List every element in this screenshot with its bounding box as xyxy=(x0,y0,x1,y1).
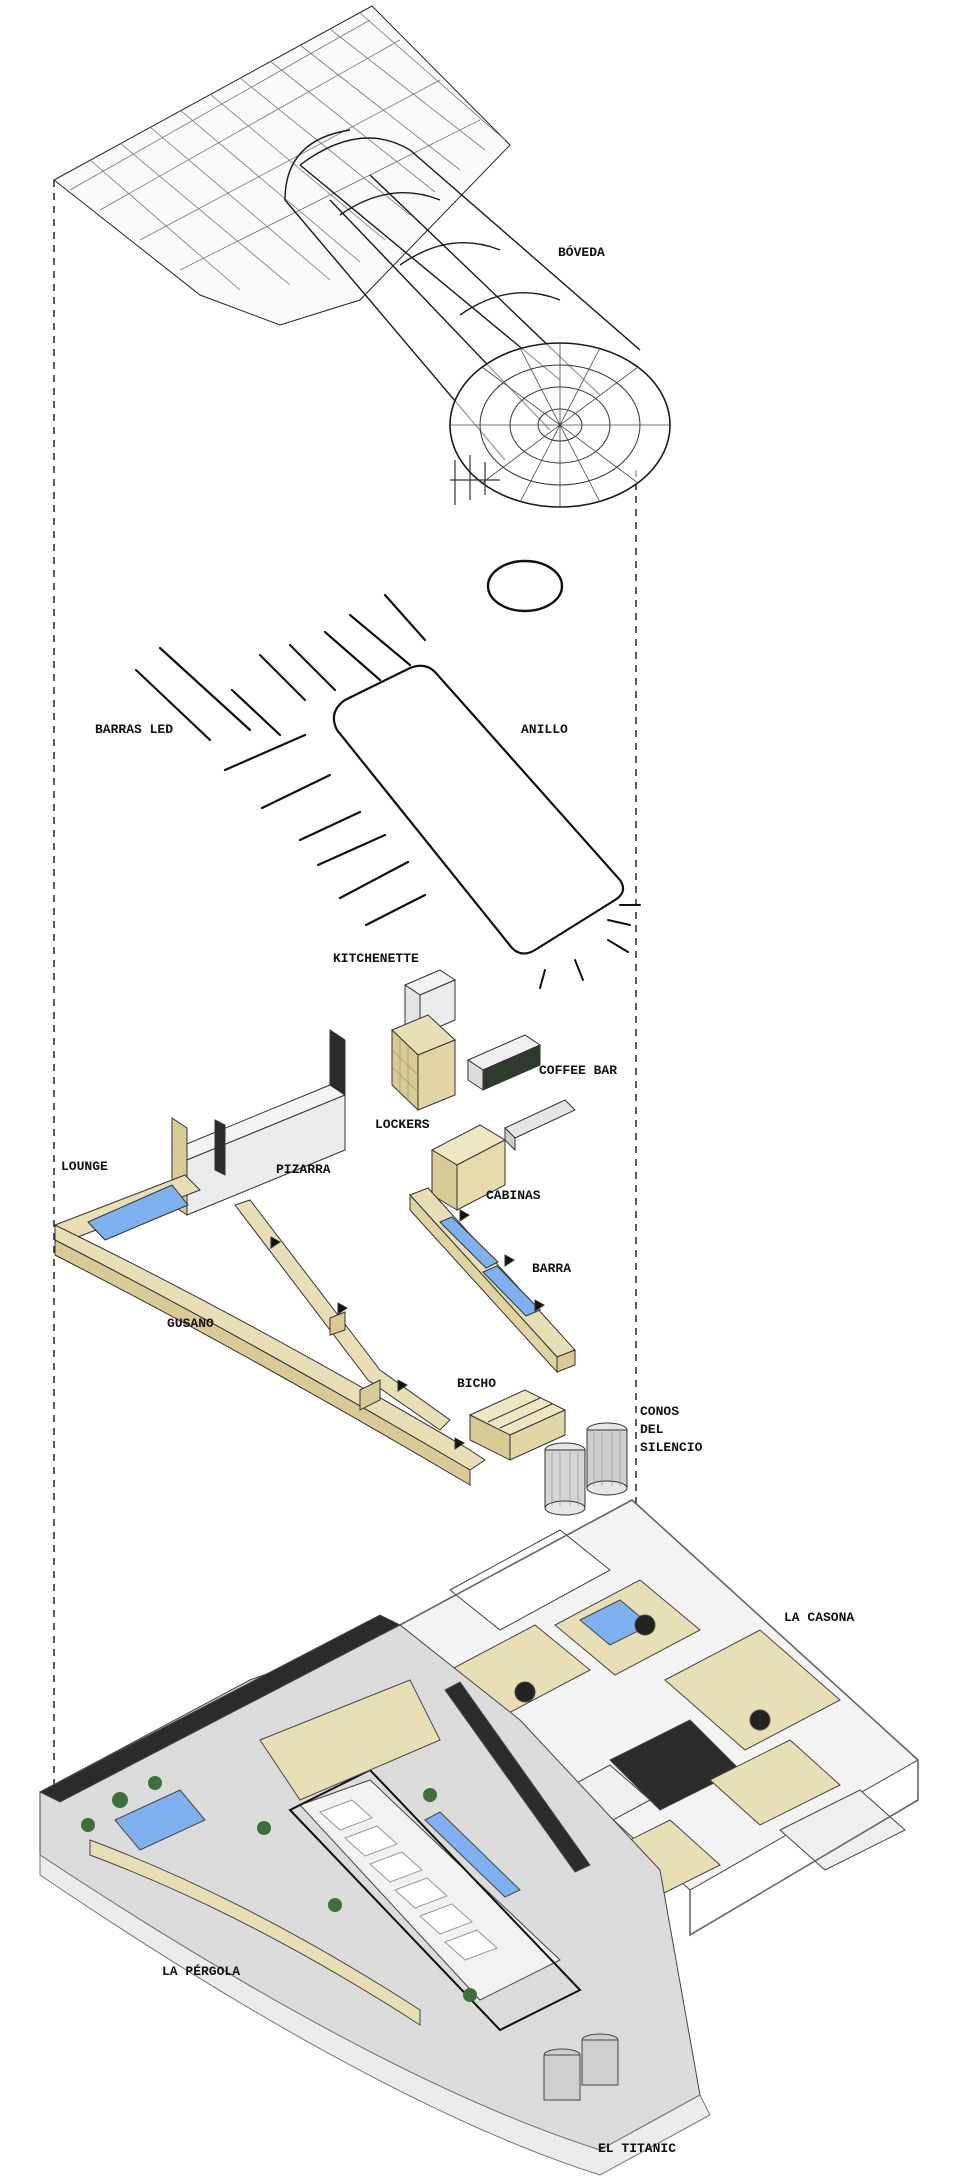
barras-led xyxy=(134,593,427,927)
label-la-casona: LA CASONA xyxy=(784,1610,855,1625)
label-barras-led: BARRAS LED xyxy=(95,722,174,737)
label-conos-line1: CONOS xyxy=(640,1404,680,1419)
label-anillo: ANILLO xyxy=(521,722,568,737)
gusano-lounge-block xyxy=(54,1174,545,1486)
label-lockers: LOCKERS xyxy=(375,1117,430,1132)
furniture-layer xyxy=(54,969,628,1516)
coffee-bar-block xyxy=(466,1034,542,1091)
conos-del-silencio xyxy=(544,1422,628,1516)
anillo-rectangle xyxy=(332,664,641,989)
label-barra: BARRA xyxy=(532,1261,572,1276)
boveda-roof-structure xyxy=(53,5,671,508)
label-el-titanic: EL TITANIC xyxy=(598,2141,677,2156)
label-la-pergola: LA PÉRGOLA xyxy=(162,1964,241,1979)
label-coffee-bar: COFFEE BAR xyxy=(539,1063,618,1078)
label-lounge: LOUNGE xyxy=(61,1159,108,1174)
label-bicho: BICHO xyxy=(457,1376,497,1391)
label-kitchenette: KITCHENETTE xyxy=(333,951,419,966)
ring-ellipse xyxy=(486,559,564,613)
bicho-block xyxy=(468,1389,567,1461)
cabinas-block xyxy=(430,1124,507,1211)
lockers-block xyxy=(391,1014,456,1112)
label-pizarra: PIZARRA xyxy=(276,1162,331,1177)
label-gusano: GUSANO xyxy=(167,1316,214,1331)
label-conos-line2: DEL xyxy=(640,1422,664,1437)
pizarra-wall xyxy=(170,1029,347,1216)
label-boveda: BÓVEDA xyxy=(558,245,605,260)
barra-block xyxy=(409,1187,576,1374)
label-cabinas: CABINAS xyxy=(486,1188,541,1203)
label-conos-line3: SILENCIO xyxy=(640,1440,703,1455)
floor-plan xyxy=(38,1499,919,2176)
